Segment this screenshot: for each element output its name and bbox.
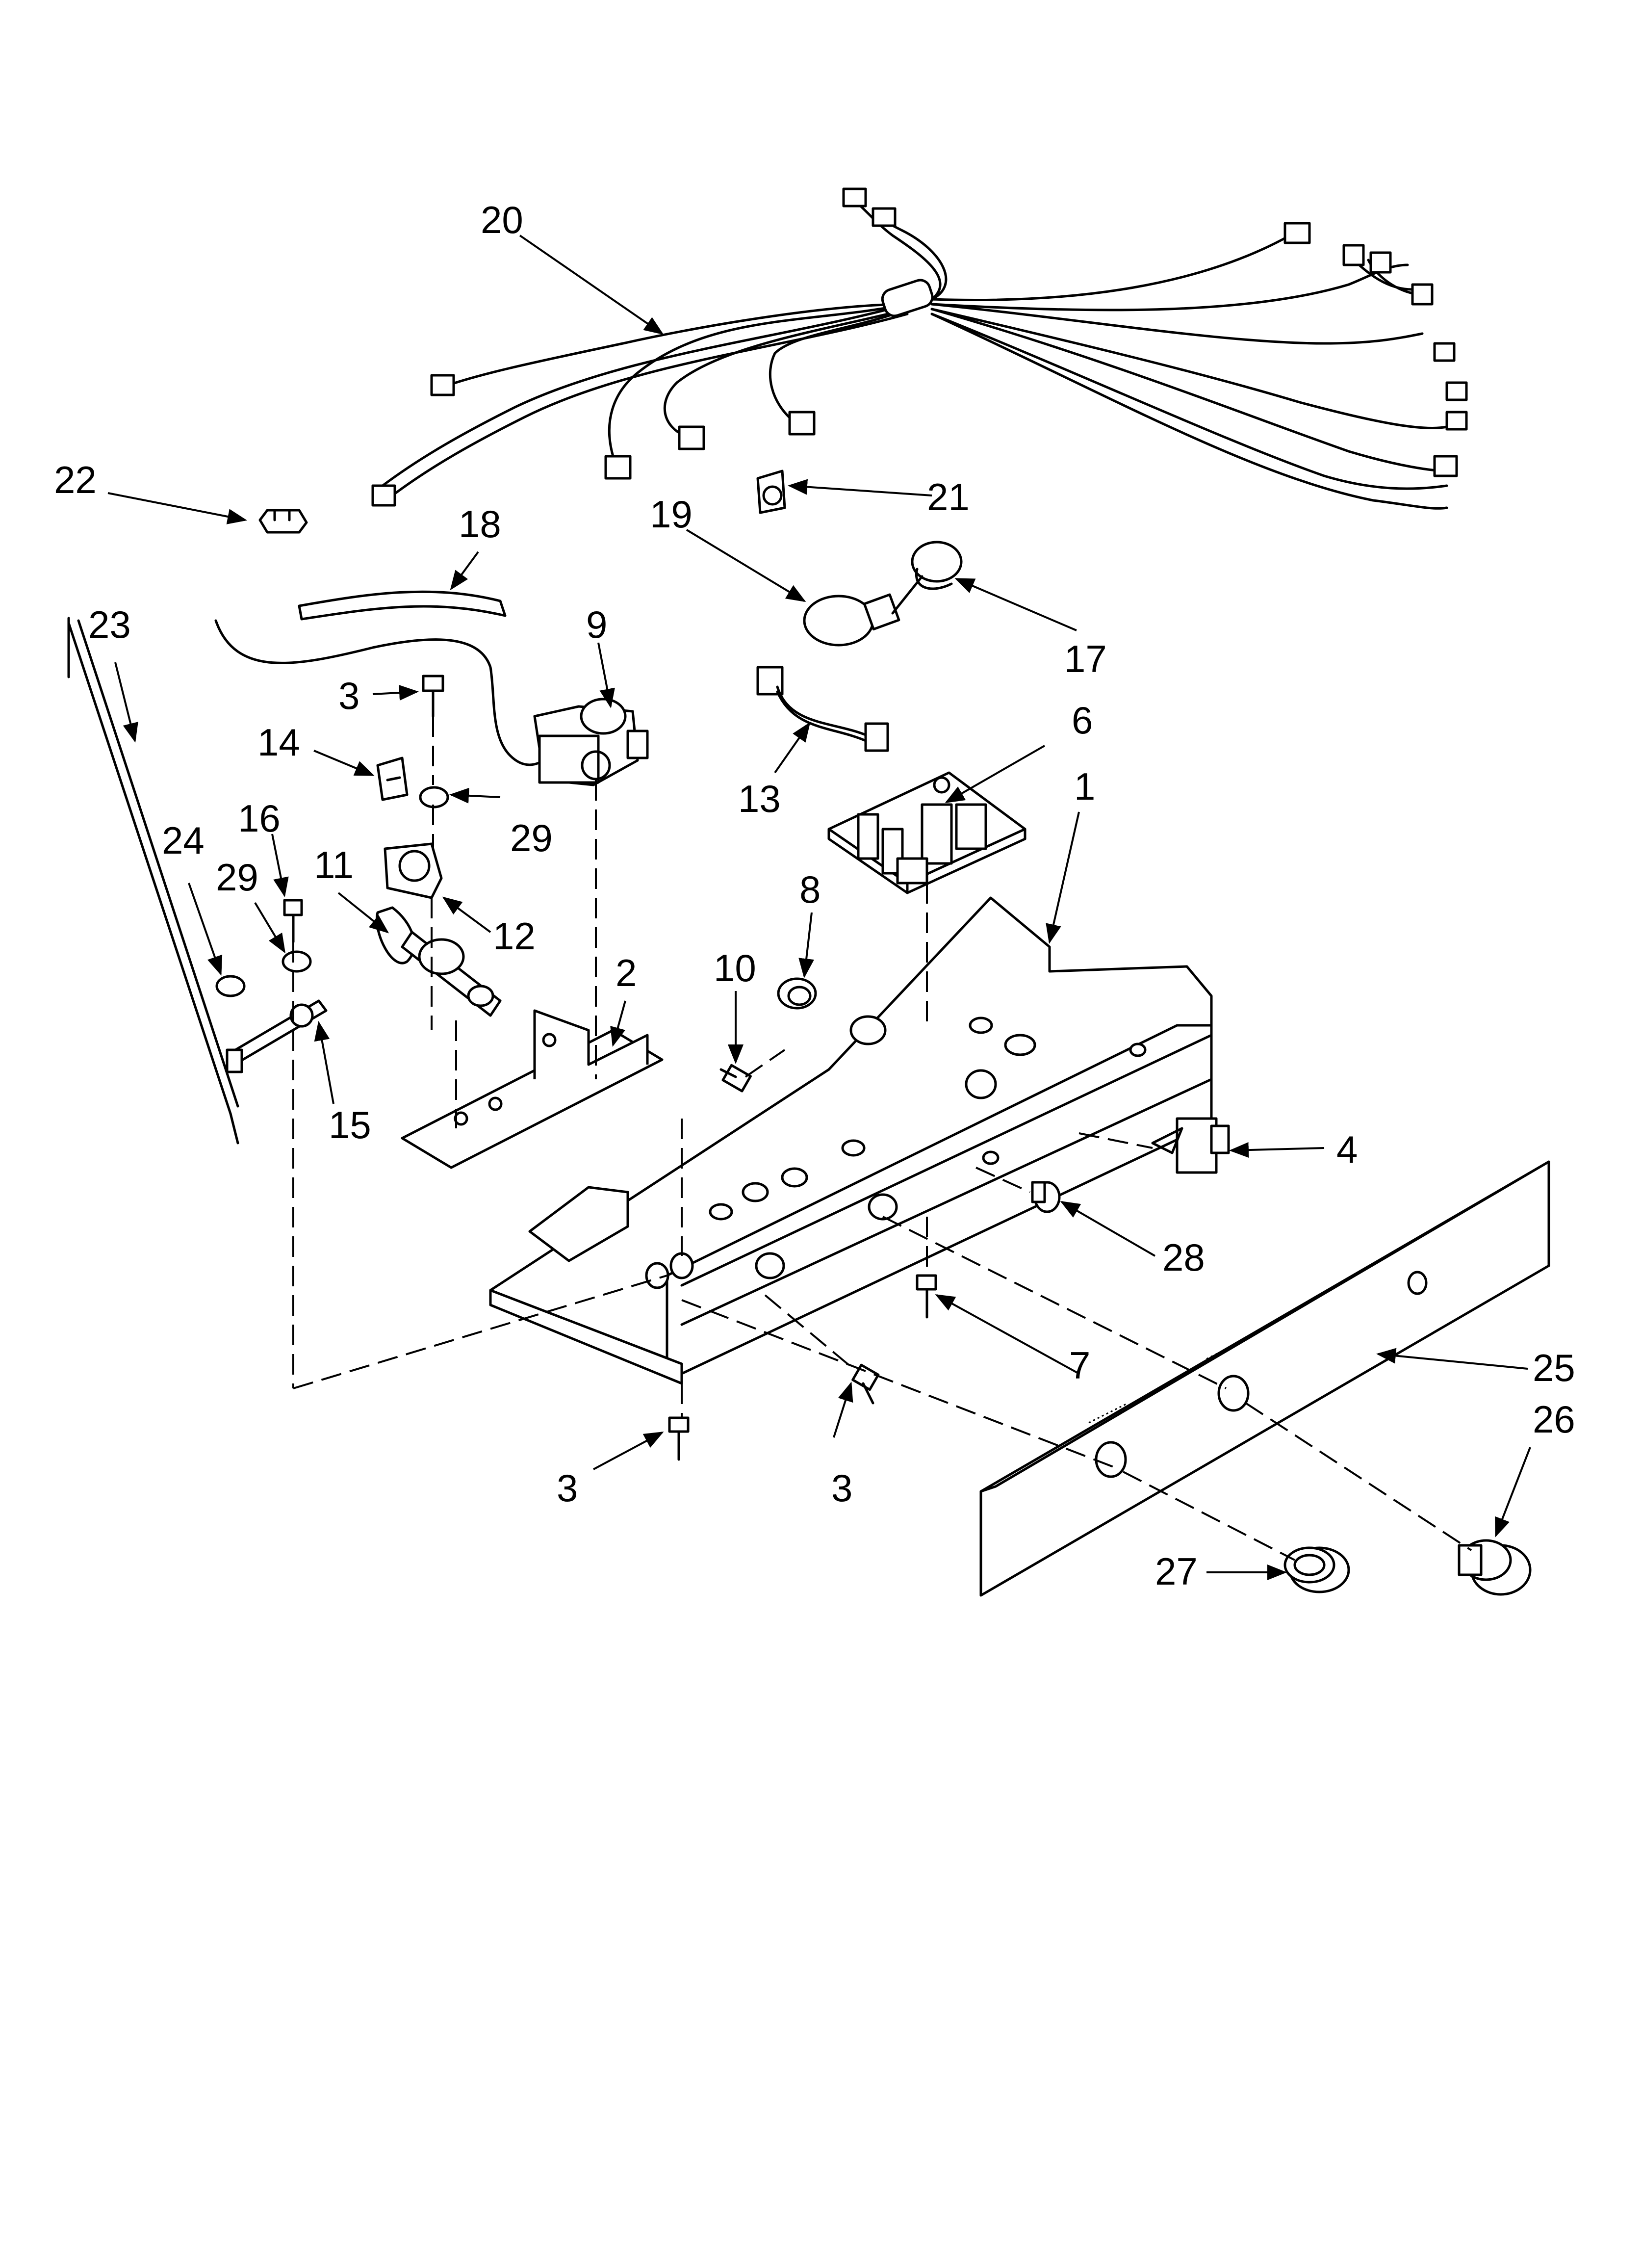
callout-15: 15 xyxy=(329,1103,371,1147)
callout-27: 27 xyxy=(1155,1550,1198,1593)
assembly-lines xyxy=(292,716,1472,1561)
control-knob xyxy=(1283,1546,1350,1593)
bracket-part xyxy=(384,842,443,899)
callout-18: 18 xyxy=(459,502,501,546)
callout-25: 25 xyxy=(1533,1346,1575,1389)
jumper-wire xyxy=(756,666,889,752)
callout-22: 22 xyxy=(54,458,97,501)
callout-26: 26 xyxy=(1533,1398,1575,1441)
callout-16: 16 xyxy=(238,797,281,840)
callout-6: 6 xyxy=(1072,699,1093,742)
callout-3: 3 xyxy=(338,674,359,717)
control-rod xyxy=(67,617,239,1145)
control-board xyxy=(827,771,1026,894)
lever-arm xyxy=(226,999,328,1073)
callout-10: 10 xyxy=(714,946,756,990)
callout-23: 23 xyxy=(88,603,131,646)
washer xyxy=(419,786,449,808)
callout-8: 8 xyxy=(799,868,821,911)
callout-29: 29 xyxy=(510,816,553,860)
washer xyxy=(282,950,312,973)
callout-3: 3 xyxy=(557,1466,578,1510)
screw xyxy=(916,1274,937,1319)
callout-24: 24 xyxy=(162,819,205,862)
callout-7: 7 xyxy=(1069,1344,1090,1387)
leader-arrows xyxy=(107,235,1531,1580)
lamp-socket xyxy=(891,541,963,615)
shaft-knob-part xyxy=(376,906,502,1017)
callout-12: 12 xyxy=(493,914,536,958)
screw xyxy=(851,1363,880,1405)
clip-part xyxy=(258,509,308,534)
callout-4: 4 xyxy=(1336,1128,1358,1171)
callout-13: 13 xyxy=(738,777,781,820)
lamp-socket-clip xyxy=(756,469,786,514)
screw xyxy=(283,899,303,943)
light-switch xyxy=(1151,1117,1230,1174)
callout-3: 3 xyxy=(831,1466,852,1510)
mounting-bracket xyxy=(401,1009,664,1169)
callout-17: 17 xyxy=(1064,637,1107,680)
control-housing xyxy=(489,896,1213,1385)
callout-21: 21 xyxy=(927,475,970,519)
callout-11: 11 xyxy=(314,843,354,886)
screw xyxy=(422,675,444,718)
washer xyxy=(215,975,246,997)
light-bulb xyxy=(803,593,900,647)
callout-20: 20 xyxy=(481,198,523,241)
callout-1: 1 xyxy=(1074,765,1095,808)
screw xyxy=(719,1064,752,1093)
screw xyxy=(668,1416,690,1461)
thermostat-control xyxy=(533,698,649,786)
callout-labels: 1 2 3 3 3 3 4 6 7 8 9 10 11 12 13 14 15 … xyxy=(54,198,1575,1593)
control-panel xyxy=(979,1160,1550,1597)
callout-14: 14 xyxy=(257,721,300,764)
wire-harness xyxy=(371,187,1468,510)
tube-part xyxy=(298,590,507,621)
bracket-clip xyxy=(376,756,409,801)
callout-19: 19 xyxy=(650,493,693,536)
callout-2: 2 xyxy=(616,951,637,994)
callout-29: 29 xyxy=(216,856,258,899)
light-shield xyxy=(777,977,817,1010)
indicator-lamp xyxy=(1031,1181,1061,1213)
callout-28: 28 xyxy=(1162,1236,1205,1279)
callout-9: 9 xyxy=(586,603,607,646)
control-knob xyxy=(1458,1539,1532,1596)
connector-plug-icon xyxy=(430,374,455,396)
